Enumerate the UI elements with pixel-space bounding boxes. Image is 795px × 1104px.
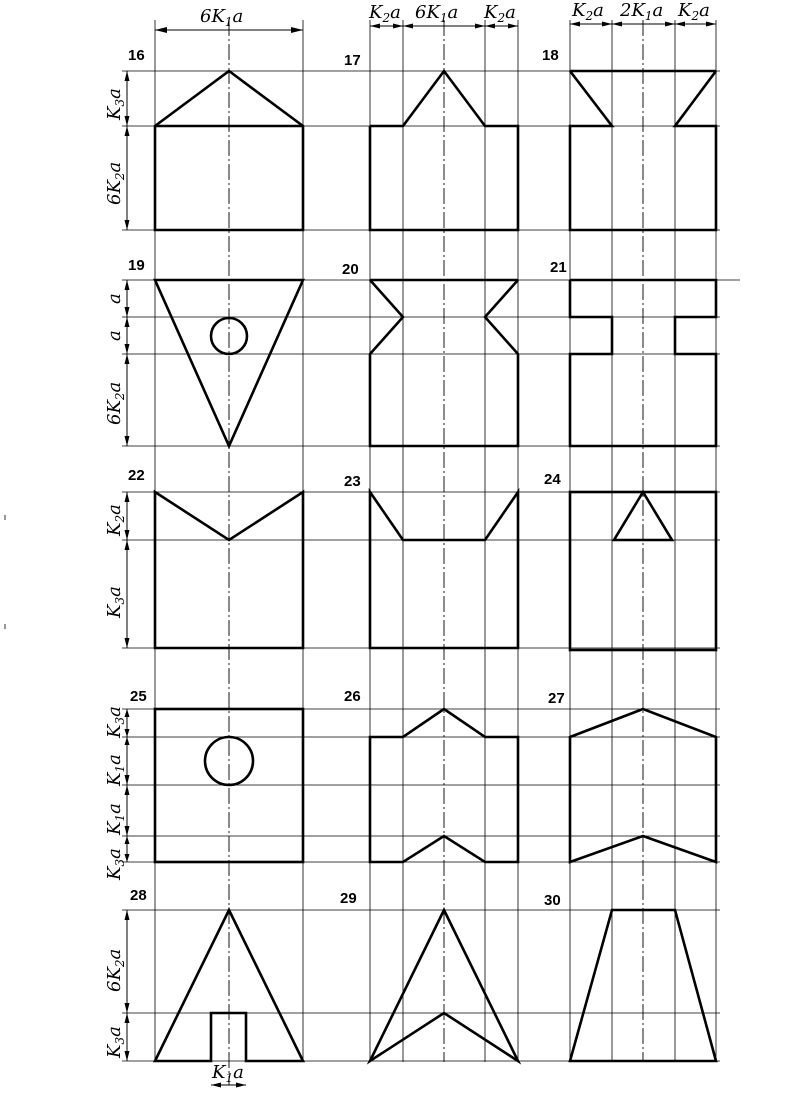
dim-label-k3a-row4-bottom: K3a: [104, 848, 127, 881]
figure-20-shape: [368, 278, 520, 448]
dim-label-k3a-row5: K3a: [104, 1026, 127, 1059]
figure-23-shape: [368, 487, 520, 650]
figure-25-shape: [153, 707, 305, 864]
figure-number-16: 16: [128, 47, 145, 64]
figure-number-17: 17: [344, 52, 361, 69]
figure-28-shape: [152, 907, 306, 1063]
figure-18-shape: [568, 69, 718, 232]
dim-label-6k2a-row2: 6K2a: [104, 382, 127, 425]
dim-label-k2a-col2-left: K2a: [368, 2, 401, 25]
figure-26-shape: [368, 707, 520, 864]
dim-label-2k1a-col3: 2K1a: [619, 0, 663, 23]
dim-label-6k1a-col2: 6K1a: [415, 2, 458, 25]
figure-24-triangle: [611, 489, 675, 542]
dim-label-k3a-row4-top: K3a: [104, 706, 127, 739]
dim-label-k1a-slot: K1a: [211, 1062, 244, 1085]
figure-number-26: 26: [344, 688, 361, 705]
figure-number-28: 28: [130, 887, 147, 904]
dim-label-a-row2-mid: a: [104, 330, 125, 341]
left-dimensions: [124, 71, 246, 1088]
dim-label-6k2a-row1: 6K2a: [104, 162, 127, 205]
dim-label-k2a-row3: K2a: [104, 504, 127, 537]
figure-29-shape: [366, 907, 522, 1065]
figure-22-shape: [153, 489, 305, 650]
figure-16-shape: [153, 69, 305, 232]
figure-number-24: 24: [544, 471, 561, 488]
dim-label-k1a-row4-upper: K1a: [104, 754, 127, 787]
dim-label-k3a-row1: K3a: [104, 88, 127, 121]
figure-30-shape: [568, 908, 718, 1063]
dim-label-6k1a-col1: 6K1a: [200, 6, 243, 29]
figure-24-shape: [568, 489, 718, 652]
figure-27-shape: [568, 707, 718, 864]
figure-number-18: 18: [542, 47, 559, 64]
figure-21-shape: [568, 278, 718, 448]
figure-number-29: 29: [340, 890, 357, 907]
figure-number-20: 20: [342, 261, 359, 278]
top-dimensions: [155, 21, 716, 33]
figure-19-shape: [152, 278, 306, 450]
figure-number-21: 21: [550, 259, 567, 276]
figure-number-27: 27: [548, 690, 565, 707]
figure-number-30: 30: [544, 892, 561, 909]
figure-25-hole: [203, 735, 255, 787]
dim-label-k1a-row4-lower: K1a: [104, 803, 127, 836]
figure-number-23: 23: [344, 473, 361, 490]
dim-label-k2a-col3-right: K2a: [677, 0, 710, 23]
figure-number-22: 22: [128, 467, 145, 484]
dim-label-k3a-row3: K3a: [104, 586, 127, 619]
centerlines: [228, 20, 644, 1085]
figure-number-25: 25: [130, 688, 147, 705]
figure-17-shape: [368, 68, 520, 232]
dim-label-k2a-col3-left: K2a: [571, 0, 604, 23]
figure-19-hole: [209, 316, 249, 356]
figure-number-19: 19: [128, 257, 145, 274]
dim-label-a-row2-top: a: [104, 293, 125, 304]
dim-label-k2a-col2-right: K2a: [483, 2, 516, 25]
dim-label-6k2a-row5: 6K2a: [104, 949, 127, 992]
